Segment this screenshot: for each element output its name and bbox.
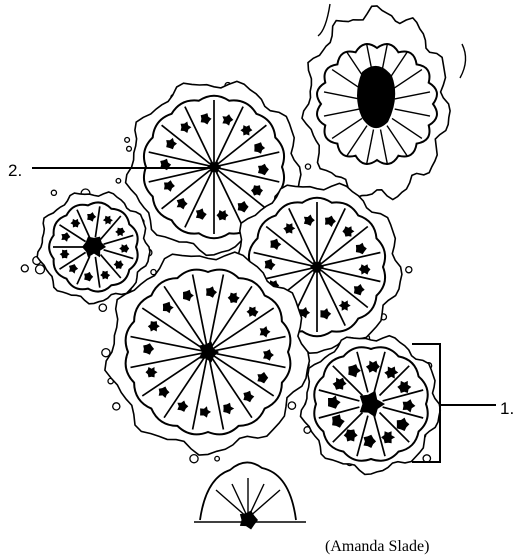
label-one: 1. xyxy=(500,400,514,417)
small-circle xyxy=(21,265,28,272)
small-circle xyxy=(127,146,132,151)
small-circle xyxy=(116,179,121,184)
small-circle xyxy=(113,403,120,410)
small-circle xyxy=(99,304,106,311)
duct-lumen xyxy=(357,66,395,128)
acinus-bottom-partial xyxy=(194,462,306,529)
small-circle xyxy=(305,164,310,169)
small-circle xyxy=(288,402,295,409)
small-circle xyxy=(190,455,198,463)
acinus-bottom-right xyxy=(301,336,441,475)
tissue-line xyxy=(460,44,466,78)
label-two: 2. xyxy=(8,162,22,179)
small-circle xyxy=(125,138,130,143)
tissue-line xyxy=(318,4,330,36)
image-credit: (Amanda Slade) xyxy=(325,538,429,560)
small-circle xyxy=(215,456,220,461)
small-circle xyxy=(36,265,45,274)
small-circle xyxy=(406,267,412,273)
duct-top-right xyxy=(302,4,466,200)
small-circle xyxy=(51,190,56,195)
acinus-left-small xyxy=(37,192,150,304)
